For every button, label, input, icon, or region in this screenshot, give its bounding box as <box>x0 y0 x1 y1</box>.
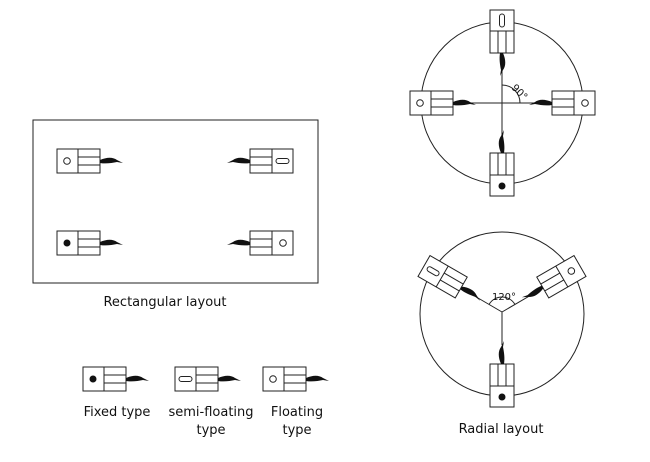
fixed-load-cell-icon <box>57 231 123 255</box>
legend-floating-label-line2: type <box>282 423 311 438</box>
legend-fixed-label: Fixed type <box>84 405 151 420</box>
rectangular-layout: Rectangular layout <box>32 119 319 310</box>
rectangular-layout-label: Rectangular layout <box>103 295 226 310</box>
legend-semi-floating-label-line2: type <box>196 423 225 438</box>
semi-floating-load-cell-icon <box>227 149 293 173</box>
radial-layout-four-point: 90° <box>410 10 595 196</box>
angle-arc <box>488 296 516 305</box>
fixed-load-cell-icon <box>490 341 514 407</box>
floating-load-cell-icon <box>57 149 123 173</box>
semi-floating-load-cell-icon <box>418 256 487 310</box>
semi-floating-load-cell-icon <box>490 10 514 76</box>
legend: Fixed type semi-floating type Floating t… <box>83 367 329 438</box>
legend-floating-label: Floating <box>271 405 323 420</box>
floating-type-icon <box>263 367 329 391</box>
fixed-type-icon <box>83 367 149 391</box>
angle-120-label: 120° <box>492 292 516 303</box>
radial-layout-three-point: 120° Radial layout <box>418 231 586 437</box>
floating-load-cell-icon <box>517 256 586 310</box>
floating-load-cell-icon <box>227 231 293 255</box>
floating-load-cell-icon <box>529 91 595 115</box>
radial-layout-label: Radial layout <box>459 422 544 437</box>
floating-load-cell-icon <box>410 91 476 115</box>
angle-90-label: 90° <box>509 83 529 103</box>
angle-arc <box>501 84 521 104</box>
fixed-load-cell-icon <box>490 130 514 196</box>
semi-floating-type-icon <box>175 367 241 391</box>
rectangular-frame <box>32 119 319 284</box>
legend-semi-floating-label: semi-floating <box>168 405 253 420</box>
